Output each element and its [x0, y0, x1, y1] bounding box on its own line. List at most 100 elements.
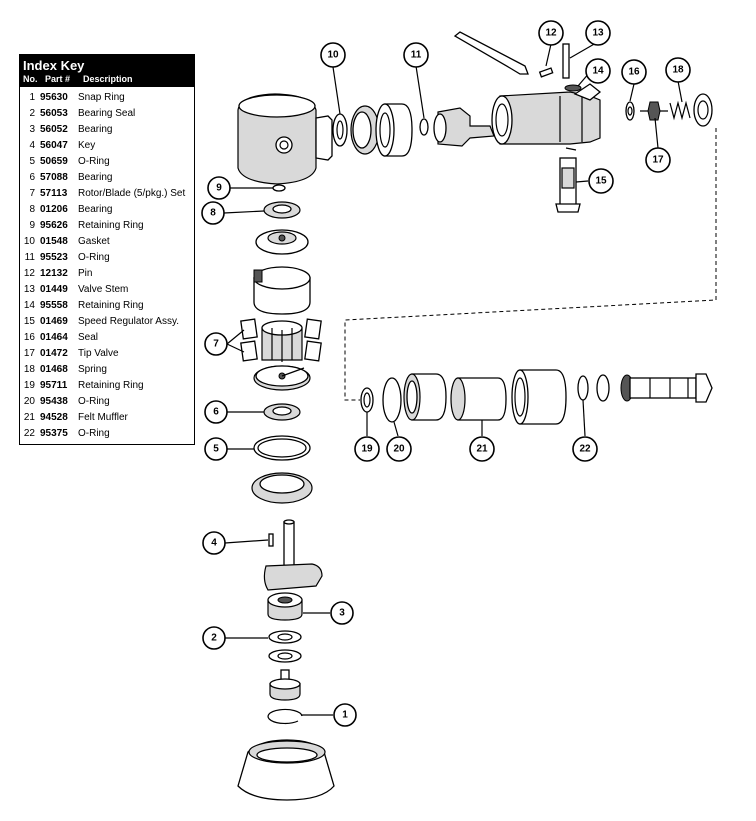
column-header-description: Description [83, 74, 133, 84]
row-part-number: 95630 [40, 92, 68, 103]
column-header-part: Part # [45, 74, 71, 84]
callout-10: 10 [320, 42, 346, 68]
row-part-number: 95626 [40, 220, 68, 231]
row-description: Key [78, 140, 96, 151]
callout-9: 9 [207, 176, 231, 200]
svg-text:2: 2 [211, 633, 217, 644]
rotor-blade-set-part [240, 318, 322, 362]
svg-text:15: 15 [595, 176, 607, 187]
row-number: 17 [23, 348, 35, 359]
row-description: Retaining Ring [78, 300, 144, 311]
seal-16-part [625, 101, 635, 121]
callout-4: 4 [202, 531, 226, 555]
row-part-number: 01468 [40, 364, 68, 375]
row-part-number: 01469 [40, 316, 68, 327]
svg-text:12: 12 [545, 28, 557, 39]
svg-text:20: 20 [393, 444, 405, 455]
callout-17: 17 [645, 147, 671, 173]
bearing-ring-part [350, 105, 380, 155]
row-part-number: 01472 [40, 348, 68, 359]
collet-nut-part [269, 669, 301, 701]
row-number: 22 [23, 428, 35, 439]
exhaust-body-part [511, 369, 567, 425]
row-part-number: 95438 [40, 396, 68, 407]
row-part-number: 01449 [40, 284, 68, 295]
row-description: Bearing [78, 172, 113, 183]
row-part-number: 01464 [40, 332, 68, 343]
row-description: Felt Muffler [78, 412, 128, 423]
end-cap-part [693, 93, 713, 127]
index-key-header: Index Key No. Part # Description [20, 55, 194, 87]
exhaust-sleeve-part [403, 373, 447, 421]
svg-text:13: 13 [592, 28, 604, 39]
sleeve-part [375, 103, 413, 157]
oring-22-part [577, 374, 610, 402]
svg-text:5: 5 [213, 444, 219, 455]
cylinder-part [253, 266, 311, 315]
svg-text:18: 18 [672, 65, 684, 76]
table-row: 1 95630 Snap Ring [20, 90, 194, 106]
row-number: 1 [29, 92, 35, 103]
oring-20-part [382, 377, 402, 423]
row-number: 13 [23, 284, 35, 295]
row-description: Snap Ring [78, 92, 125, 103]
row-number: 6 [29, 172, 35, 183]
lever-part [453, 31, 529, 75]
callout-2: 2 [202, 626, 226, 650]
row-part-number: 01548 [40, 236, 68, 247]
bearing-3-part [267, 592, 303, 621]
row-number: 8 [29, 204, 35, 215]
row-description: Bearing [78, 124, 113, 135]
assembly-dashed-line [344, 128, 717, 401]
row-number: 19 [23, 380, 35, 391]
row-part-number: 95558 [40, 300, 68, 311]
svg-text:10: 10 [327, 50, 339, 61]
svg-text:17: 17 [652, 155, 664, 166]
row-description: Gasket [78, 236, 110, 247]
row-description: O-Ring [78, 428, 110, 439]
bearing-seal-part [268, 630, 302, 663]
row-description: Rotor/Blade (5/pkg.) Set [78, 188, 186, 199]
row-description: Spring [78, 364, 107, 375]
shroud-part [237, 739, 335, 801]
callout-7: 7 [204, 332, 228, 356]
callout-21: 21 [469, 436, 495, 462]
end-plate-part [255, 229, 309, 255]
speed-regulator-part [555, 147, 581, 213]
callout-16: 16 [621, 59, 647, 85]
callout-1: 1 [333, 703, 357, 727]
callout-19: 19 [354, 436, 380, 462]
bearing-6-part [263, 403, 301, 421]
table-row: 10 01548 Gasket [20, 234, 194, 250]
svg-text:14: 14 [592, 66, 604, 77]
gasket-part [332, 113, 348, 147]
row-number: 21 [23, 412, 35, 423]
callout-20: 20 [386, 436, 412, 462]
bearing-cap-part [251, 472, 313, 504]
row-number: 4 [29, 140, 35, 151]
leader-lines [223, 42, 683, 716]
svg-text:1: 1 [342, 710, 348, 721]
svg-text:11: 11 [411, 50, 422, 61]
row-number: 10 [23, 236, 35, 247]
callout-8: 8 [201, 201, 225, 225]
callout-13: 13 [585, 20, 611, 46]
callout-22: 22 [572, 436, 598, 462]
rotor-plate-part [253, 365, 311, 391]
row-description: Bearing Seal [78, 108, 136, 119]
